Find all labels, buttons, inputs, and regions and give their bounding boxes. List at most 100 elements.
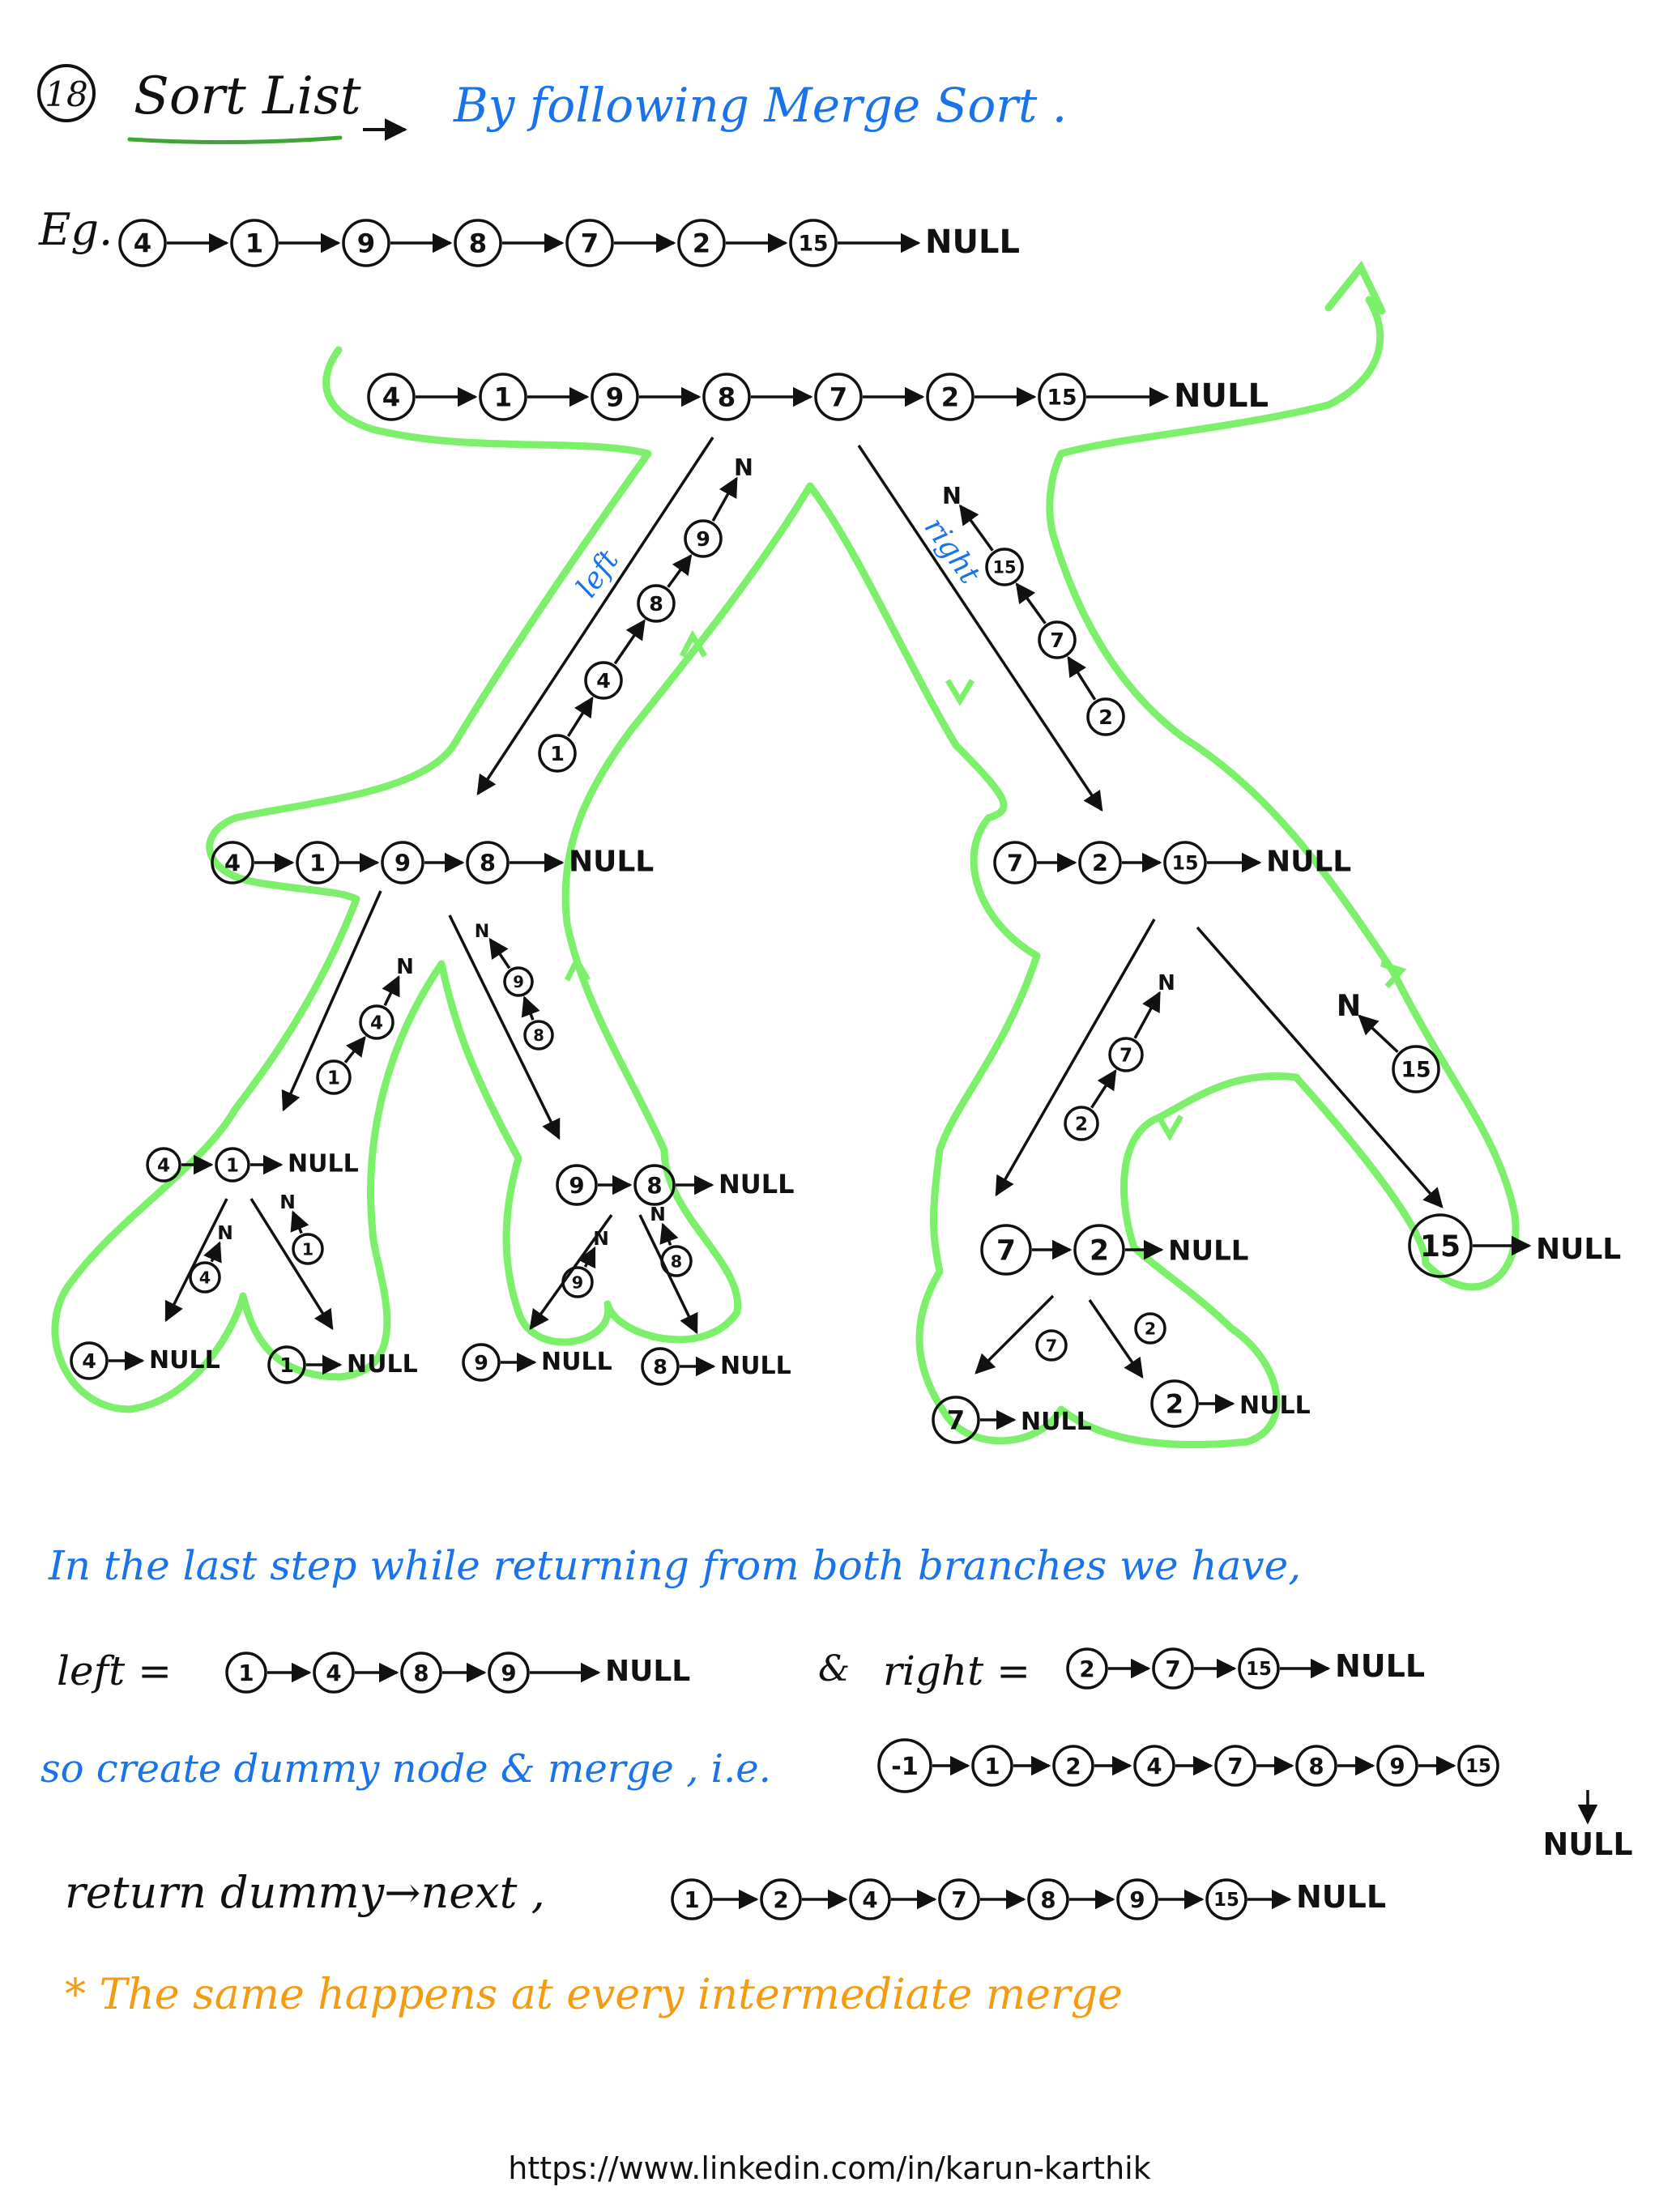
left-right-node-1: 8 — [633, 1164, 676, 1206]
return-right-left-node-0-value: 2 — [1075, 1114, 1088, 1135]
leaf-7-node-0-value: 7 — [947, 1405, 965, 1436]
root-node-1: 1 — [479, 373, 527, 421]
return-root-right-node-0-value: 2 — [1098, 705, 1113, 729]
leaf-2-null: NULL — [1239, 1392, 1311, 1420]
return-root-right-node-1-value: 7 — [1050, 629, 1064, 652]
left-half-node-1-circle — [296, 841, 339, 884]
footer-link[interactable]: https://www.linkedin.com/in/karun-karthi… — [508, 2150, 1150, 2186]
return-right-right-node-0-circle — [1392, 1045, 1440, 1093]
return-lr-right-node-0: 8 — [660, 1245, 693, 1277]
return-rl-left-node-value: 7 — [1046, 1336, 1057, 1355]
example-node-2-circle — [342, 219, 390, 267]
recursion-marker-1 — [945, 679, 975, 706]
title-area: 18 Sort List By following Merge Sort . — [37, 64, 1067, 145]
return-lr-right-node-0-value: 8 — [671, 1251, 682, 1271]
example-node-5-value: 2 — [693, 228, 710, 259]
right-half-node-1-circle — [1078, 841, 1122, 884]
explain-merged-node-5-value: 8 — [1308, 1753, 1324, 1779]
example-node-4-value: 7 — [581, 228, 599, 259]
explain-result-node-6-circle — [1205, 1878, 1247, 1920]
explain-result-node-1-value: 2 — [773, 1886, 788, 1913]
arrow-rl-left — [975, 1294, 1055, 1375]
explain-merged-node-3-value: 4 — [1146, 1753, 1162, 1779]
explain-merged-node-3-circle — [1133, 1745, 1175, 1787]
explain-left-node-1-value: 4 — [326, 1660, 341, 1686]
left-half-node-0-circle — [211, 841, 254, 884]
return-root-left-link-0 — [566, 696, 594, 737]
return-right-left-node-1-value: 7 — [1120, 1045, 1132, 1066]
root-node-3: 8 — [702, 373, 751, 421]
root-null: NULL — [1174, 377, 1269, 415]
example-node-3-value: 8 — [469, 228, 487, 259]
explain-result-node-6: 15 — [1205, 1878, 1247, 1920]
root-node-5-value: 2 — [941, 382, 959, 413]
return-root-right-node-2: 15 — [985, 548, 1024, 586]
explain-result-node-1-circle — [760, 1878, 802, 1920]
left-left-node-0-value: 4 — [157, 1155, 170, 1176]
right-half-node-2: 15 — [1163, 841, 1207, 884]
return-right-right-node-0-value: 15 — [1401, 1058, 1431, 1083]
left-half-node-3-value: 8 — [480, 849, 496, 876]
explain-result-node-3-value: 7 — [951, 1886, 966, 1913]
explain-result-node-1: 2 — [760, 1878, 802, 1920]
root-node-0-value: 4 — [382, 382, 400, 413]
return-left-left-node-0-circle — [316, 1059, 352, 1095]
explain-result-node-3: 7 — [938, 1878, 980, 1920]
explain-left-node-2-circle — [400, 1652, 442, 1694]
left-left-node-1: 1 — [215, 1147, 250, 1183]
root-node-4-circle — [814, 373, 863, 421]
explain-result-node-4-value: 8 — [1040, 1886, 1056, 1913]
arrow-root-right — [857, 445, 1103, 812]
leaf-7-node-0: 7 — [932, 1396, 980, 1444]
title-approach: By following Merge Sort . — [453, 78, 1067, 133]
left-half-node-2-value: 9 — [394, 849, 411, 876]
recursion-marker-5 — [1380, 961, 1407, 989]
explain-merged-node-1: 1 — [971, 1745, 1013, 1787]
leaf-8-node-0: 8 — [641, 1347, 680, 1386]
explain-result-node-4: 8 — [1027, 1878, 1069, 1920]
return-rl-left-node-circle — [1035, 1329, 1068, 1362]
explain-right-node-2-circle — [1238, 1647, 1280, 1690]
explain-result-node-6-value: 15 — [1213, 1890, 1239, 1911]
return-root-right-node-2-circle — [985, 548, 1024, 586]
explain-merged-node-7-circle — [1457, 1745, 1499, 1787]
explain-result-node-2: 4 — [849, 1878, 891, 1920]
root-node-6: 15 — [1038, 373, 1086, 421]
root-node-2-circle — [591, 373, 639, 421]
return-lr-left-node-0-value: 9 — [572, 1272, 583, 1292]
right-left-node-1-circle — [1073, 1224, 1125, 1276]
leaf-8-node-0-value: 8 — [653, 1355, 667, 1379]
explain-merged-node-0-value: -1 — [891, 1753, 919, 1781]
example-node-1-circle — [230, 219, 279, 267]
example-node-3-circle — [454, 219, 502, 267]
leaf-4-node-0-circle — [70, 1341, 109, 1380]
example-null: NULL — [925, 224, 1020, 261]
right-half-node-0: 7 — [993, 841, 1037, 884]
leaf-9-node-0-value: 9 — [474, 1351, 488, 1375]
right-left-node-1: 2 — [1073, 1224, 1125, 1276]
arrow-r-right — [1196, 926, 1444, 1208]
explain-left-node-0: 1 — [225, 1652, 267, 1694]
leaf-9-null: NULL — [541, 1348, 612, 1376]
explain-merged-node-2-circle — [1052, 1745, 1094, 1787]
return-left-right-node-0-value: 8 — [533, 1026, 544, 1045]
explain-merged-node-5: 8 — [1295, 1745, 1337, 1787]
leaf-7-null: NULL — [1021, 1408, 1092, 1436]
return-left-left-node-1-value: 4 — [370, 1012, 383, 1034]
return-ll-right-node-0: 1 — [292, 1233, 324, 1265]
return-left-right-node-1-value: 9 — [513, 973, 524, 991]
left-left-null: NULL — [288, 1149, 359, 1178]
right-half-null: NULL — [1266, 846, 1351, 879]
example-label: Eg. — [38, 204, 113, 255]
example-node-2: 9 — [342, 219, 390, 267]
right-half-node-2-circle — [1163, 841, 1207, 884]
explain-right-node-0: 2 — [1066, 1647, 1108, 1690]
right-half-node-0-value: 7 — [1007, 849, 1023, 876]
example-list: Eg. — [38, 204, 113, 255]
return-root-right-node-0-circle — [1086, 697, 1125, 736]
return-ll-right-node-0-circle — [292, 1233, 324, 1265]
example-node-4: 7 — [565, 219, 614, 267]
left-right-node-0-value: 9 — [569, 1172, 584, 1199]
return-lr-left-link-0 — [578, 1246, 596, 1269]
